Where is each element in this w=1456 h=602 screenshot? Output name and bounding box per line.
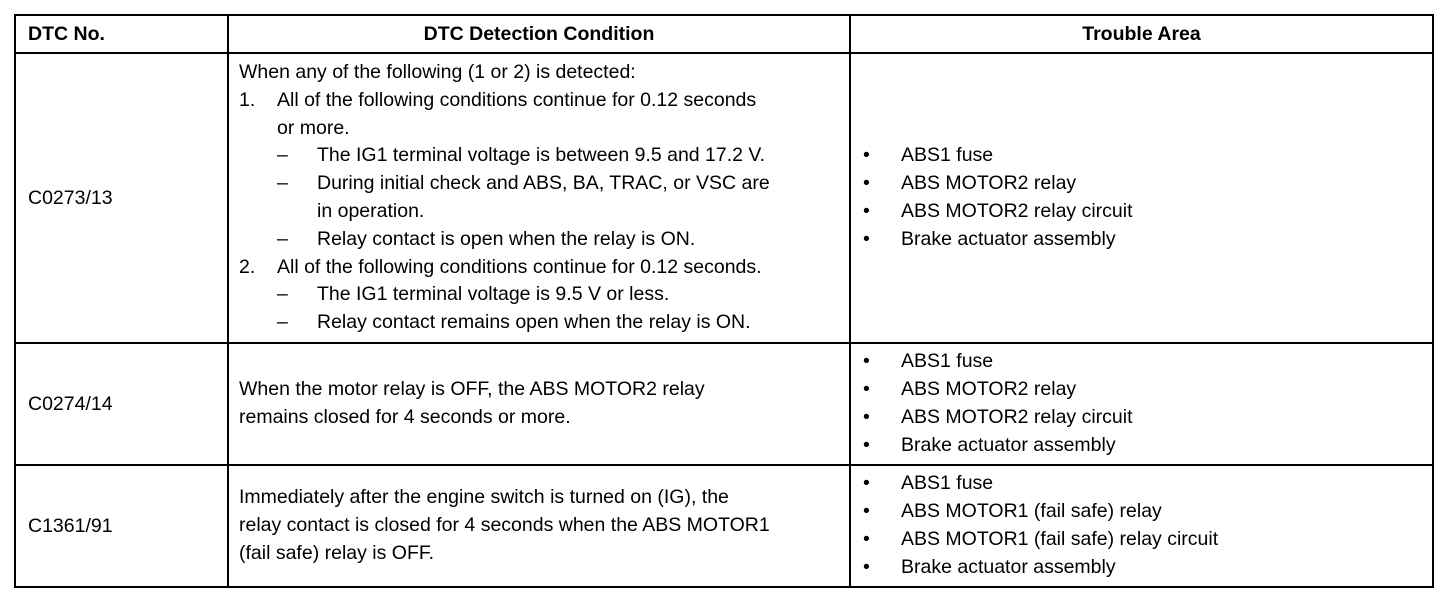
sub-text: Relay contact remains open when the rela… (317, 311, 751, 334)
list-item: • ABS MOTOR2 relay circuit (861, 198, 1432, 226)
header-dtc-no: DTC No. (14, 14, 229, 54)
list-item-text: ABS1 fuse (901, 144, 994, 167)
list-item-text: Brake actuator assembly (901, 227, 1116, 250)
bullet-marker: • (863, 144, 870, 167)
list-item: • Brake actuator assembly (861, 432, 1432, 460)
bullet-marker: • (863, 528, 870, 550)
item-text: All of the following conditions continue… (277, 255, 762, 278)
sub-condition: – During initial check and ABS, BA, TRAC,… (239, 170, 841, 198)
trouble-area: • ABS1 fuse • ABS MOTOR1 (fail safe) relay… (849, 464, 1434, 588)
detection-condition: Immediately after the engine switch is t… (227, 464, 851, 588)
condition-item: 1. All of the following conditions contin… (239, 87, 841, 115)
dtc-code: C0273/13 (14, 52, 229, 344)
bullet-marker: • (863, 433, 870, 456)
condition-item: 2. All of the following conditions contin… (239, 254, 841, 282)
condition-intro: When any of the following (1 or 2) is de… (239, 61, 636, 84)
list-item-text: ABS MOTOR2 relay (901, 172, 1077, 195)
bullet-marker: • (863, 378, 870, 401)
sub-text: During initial check and ABS, BA, TRAC, … (317, 172, 770, 195)
list-item-text: Brake actuator assembly (901, 555, 1116, 578)
dash-marker: – (277, 172, 288, 195)
trouble-area: • ABS1 fuse • ABS MOTOR2 relay • ABS MOTOR2… (849, 52, 1434, 344)
bullet-marker: • (863, 472, 870, 495)
table-row: C0274/14 When the motor relay is OFF, th… (14, 342, 1434, 466)
list-item: • ABS1 fuse (861, 470, 1432, 498)
dash-marker: – (277, 311, 288, 334)
list-item-text: ABS MOTOR2 relay circuit (901, 200, 1133, 222)
condition-line: remains closed for 4 seconds or more. (239, 406, 571, 428)
list-item: • ABS1 fuse (861, 142, 1432, 170)
dtc-code: C0274/14 (14, 342, 229, 466)
sub-condition: – The IG1 terminal voltage is between 9.5… (239, 142, 841, 170)
list-item-text: ABS MOTOR1 (fail safe) relay (901, 500, 1162, 523)
item-number: 2. (239, 255, 256, 278)
dtc-code: C1361/91 (14, 464, 229, 588)
list-item-text: ABS1 fuse (901, 350, 994, 373)
sub-condition: – Relay contact remains open when the rel… (239, 309, 841, 337)
condition-line: relay contact is closed for 4 seconds wh… (239, 514, 770, 537)
list-item: • ABS MOTOR2 relay (861, 170, 1432, 198)
sub-text: The IG1 terminal voltage is 9.5 V or les… (317, 283, 670, 306)
detection-condition: When the motor relay is OFF, the ABS MOT… (227, 342, 851, 466)
bullet-marker: • (863, 406, 870, 428)
dash-marker: – (277, 144, 288, 167)
dtc-table: DTC No. DTC Detection Condition Trouble … (14, 14, 1434, 588)
header-row: DTC No. DTC Detection Condition Trouble … (14, 14, 1434, 54)
trouble-area-list: • ABS1 fuse • ABS MOTOR2 relay • ABS MOTOR2… (861, 142, 1432, 253)
list-item: • ABS MOTOR1 (fail safe) relay circuit (861, 526, 1432, 554)
header-detection-condition: DTC Detection Condition (227, 14, 851, 54)
bullet-marker: • (863, 350, 870, 373)
sub-text: The IG1 terminal voltage is between 9.5 … (317, 144, 766, 167)
list-item: • Brake actuator assembly (861, 554, 1432, 582)
detection-condition: When any of the following (1 or 2) is de… (227, 52, 851, 344)
trouble-area-list: • ABS1 fuse • ABS MOTOR1 (fail safe) relay… (861, 470, 1432, 581)
condition-line: When the motor relay is OFF, the ABS MOT… (239, 378, 705, 401)
bullet-marker: • (863, 500, 870, 523)
bullet-marker: • (863, 227, 870, 250)
list-item: • Brake actuator assembly (861, 226, 1432, 254)
list-item-text: ABS MOTOR1 (fail safe) relay circuit (901, 528, 1219, 550)
item-text-continued: or more. (277, 116, 350, 139)
sub-text-continued: in operation. (317, 200, 425, 222)
list-item-text: ABS MOTOR2 relay (901, 378, 1077, 401)
table-row: C0273/13 When any of the following (1 or… (14, 52, 1434, 344)
list-item-text: ABS1 fuse (901, 472, 994, 495)
trouble-area-list: • ABS1 fuse • ABS MOTOR2 relay • ABS MOTOR2… (861, 348, 1432, 459)
bullet-marker: • (863, 200, 870, 222)
bullet-marker: • (863, 172, 870, 195)
condition-line: (fail safe) relay is OFF. (239, 541, 435, 564)
bullet-marker: • (863, 555, 870, 578)
header-trouble-area: Trouble Area (849, 14, 1434, 54)
sub-condition: – The IG1 terminal voltage is 9.5 V or le… (239, 281, 841, 309)
list-item-text: Brake actuator assembly (901, 433, 1116, 456)
condition-line: Immediately after the engine switch is t… (239, 486, 729, 509)
list-item: • ABS1 fuse (861, 348, 1432, 376)
trouble-area: • ABS1 fuse • ABS MOTOR2 relay • ABS MOTOR2… (849, 342, 1434, 466)
item-number: 1. (239, 88, 256, 111)
sub-condition: – Relay contact is open when the relay is… (239, 226, 841, 254)
dash-marker: – (277, 283, 288, 306)
dash-marker: – (277, 227, 288, 250)
sub-text: Relay contact is open when the relay is … (317, 227, 696, 250)
table-row: C1361/91 Immediately after the engine sw… (14, 464, 1434, 588)
list-item: • ABS MOTOR1 (fail safe) relay (861, 498, 1432, 526)
list-item-text: ABS MOTOR2 relay circuit (901, 406, 1133, 428)
item-text: All of the following conditions continue… (277, 88, 757, 111)
list-item: • ABS MOTOR2 relay circuit (861, 404, 1432, 432)
list-item: • ABS MOTOR2 relay (861, 376, 1432, 404)
